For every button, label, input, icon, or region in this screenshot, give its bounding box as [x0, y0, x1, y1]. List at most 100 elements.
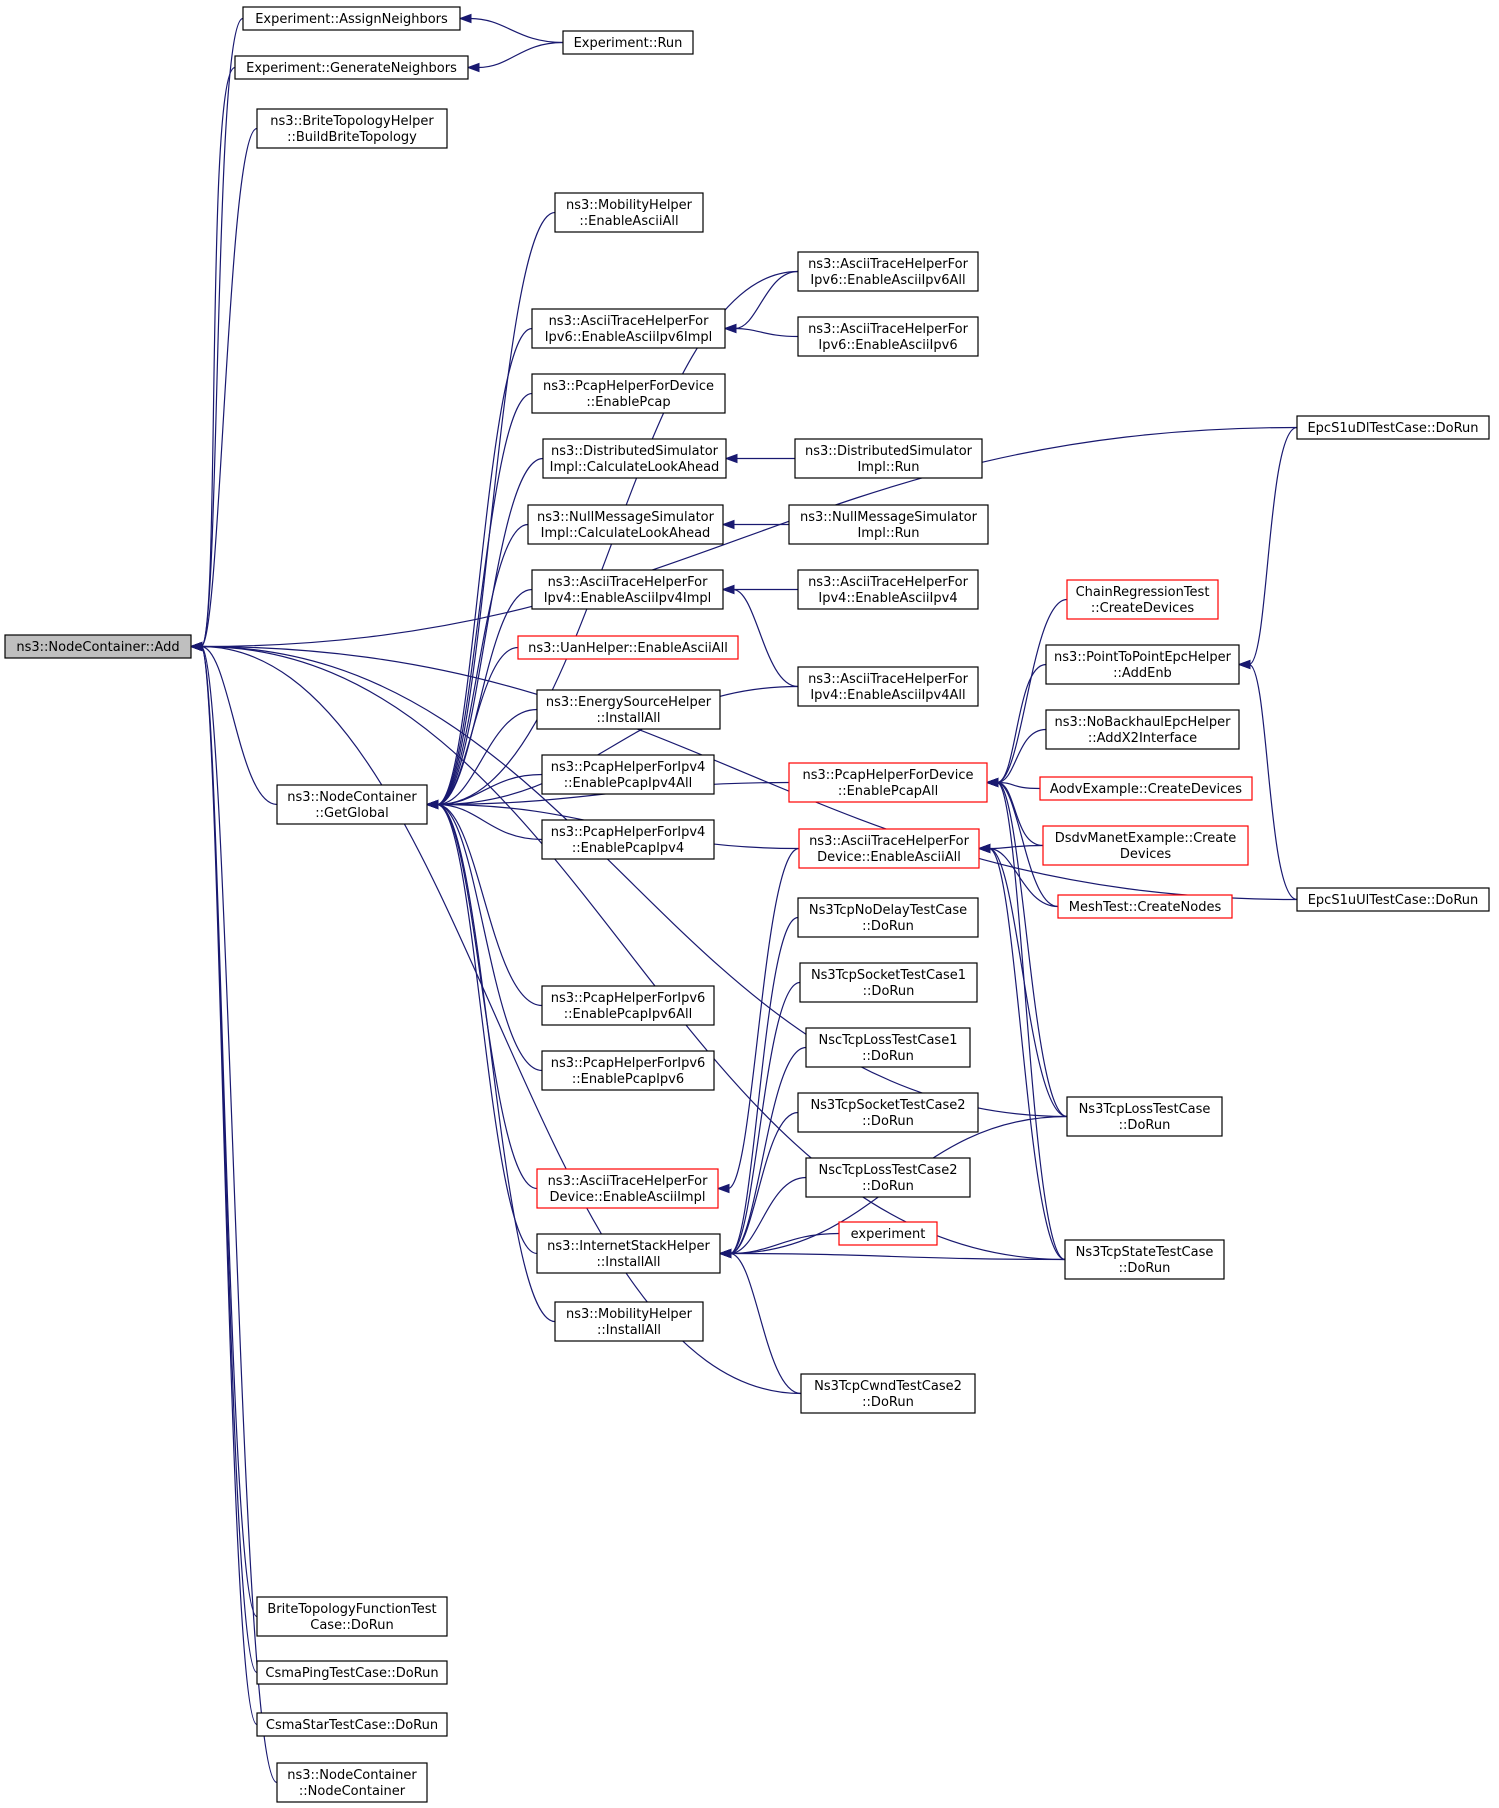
node-epcDl[interactable]: EpcS1uDlTestCase::DoRun	[1296, 415, 1490, 440]
node-pcapIpv4All[interactable]: ns3::PcapHelperForIpv4::EnablePcapIpv4Al…	[541, 754, 715, 795]
node-add[interactable]: ns3::NodeContainer::Add	[4, 634, 192, 659]
node-generateNeighbors[interactable]: Experiment::GenerateNeighbors	[234, 55, 469, 80]
edge-line	[436, 803, 556, 1323]
node-asciiIpv6All[interactable]: ns3::AsciiTraceHelperForIpv6::EnableAsci…	[797, 251, 979, 292]
node-asciiIpv6Impl[interactable]: ns3::AsciiTraceHelperForIpv6::EnableAsci…	[531, 308, 726, 349]
node-energyInstallAll[interactable]: ns3::EnergySourceHelper::InstallAll	[536, 689, 721, 730]
node-layer: ns3::NodeContainer::Add Experiment::Assig…	[4, 6, 1490, 1803]
node-asciiIpv6[interactable]: ns3::AsciiTraceHelperForIpv6::EnableAsci…	[797, 316, 979, 357]
edge-line	[729, 916, 799, 1255]
edge-line	[996, 781, 1059, 908]
node-csmaStar[interactable]: CsmaStarTestCase::DoRun	[256, 1712, 448, 1737]
node-mobInstallAll[interactable]: ns3::MobilityHelper::InstallAll	[554, 1301, 704, 1342]
edge-line	[996, 781, 1066, 1261]
node-meshTest[interactable]: MeshTest::CreateNodes	[1057, 894, 1233, 919]
node-mobEnableAsciiAll[interactable]: ns3::MobilityHelper::EnableAsciiAll	[554, 192, 704, 233]
edge-line	[200, 645, 278, 806]
node-asciiIpv4All[interactable]: ns3::AsciiTraceHelperForIpv4::EnableAsci…	[797, 666, 979, 707]
node-pcapIpv6[interactable]: ns3::PcapHelperForIpv6::EnablePcapIpv6	[541, 1050, 715, 1091]
node-label-line: ns3::PcapHelperForDevice	[543, 379, 714, 394]
node-label-line: Ipv4::EnableAsciiIpv4All	[810, 688, 965, 703]
node-distCalc[interactable]: ns3::DistributedSimulatorImpl::Calculate…	[542, 438, 727, 479]
node-dsdv[interactable]: DsdvManetExample::CreateDevices	[1042, 825, 1249, 866]
node-label-line: ::InstallAll	[596, 1255, 660, 1270]
node-box	[1042, 825, 1249, 866]
node-socket2[interactable]: Ns3TcpSocketTestCase2::DoRun	[797, 1092, 979, 1133]
node-nullCalc[interactable]: ns3::NullMessageSimulatorImpl::Calculate…	[527, 504, 724, 545]
node-box	[798, 828, 980, 869]
node-box	[531, 308, 726, 349]
node-box	[541, 819, 715, 860]
node-buildBrite[interactable]: ns3::BriteTopologyHelper::BuildBriteTopo…	[256, 108, 448, 149]
edge-line	[734, 327, 799, 338]
node-label-line: Ipv6::EnableAsciiIpv6	[818, 338, 957, 353]
node-noBackhaul[interactable]: ns3::NoBackhaulEpcHelper::AddX2Interface	[1045, 709, 1240, 750]
node-socket1[interactable]: Ns3TcpSocketTestCase1::DoRun	[799, 962, 978, 1003]
node-csmaPing[interactable]: CsmaPingTestCase::DoRun	[256, 1660, 448, 1685]
node-pcapIpv6All[interactable]: ns3::PcapHelperForIpv6::EnablePcapIpv6Al…	[541, 985, 715, 1026]
edge-line	[1248, 426, 1298, 666]
node-noDelay[interactable]: Ns3TcpNoDelayTestCase::DoRun	[797, 897, 979, 938]
node-pcapIpv4[interactable]: ns3::PcapHelperForIpv4::EnablePcapIpv4	[541, 819, 715, 860]
edge-line	[732, 588, 799, 688]
node-assignNeighbors[interactable]: Experiment::AssignNeighbors	[242, 6, 461, 31]
node-aodv[interactable]: AodvExample::CreateDevices	[1039, 776, 1253, 801]
node-box	[562, 30, 694, 55]
node-uanEnableAsciiAll[interactable]: ns3::UanHelper::EnableAsciiAll	[517, 635, 739, 660]
node-tcpLoss[interactable]: Ns3TcpLossTestCase::DoRun	[1066, 1096, 1223, 1137]
node-label-line: EpcS1uDlTestCase::DoRun	[1307, 421, 1478, 436]
node-box	[1039, 776, 1253, 801]
edge-line	[729, 1252, 802, 1395]
node-box	[256, 1596, 448, 1637]
node-pcapDevEnablePcap[interactable]: ns3::PcapHelperForDevice::EnablePcap	[531, 373, 726, 414]
edge-pcapDevEnableAll-to-p2pAddEnb	[985, 663, 1047, 788]
node-label-line: ::DoRun	[1119, 1118, 1171, 1133]
node-label-line: Device::EnableAsciiAll	[817, 850, 961, 865]
node-box	[541, 985, 715, 1026]
node-experiment[interactable]: experiment	[838, 1221, 938, 1246]
node-nscLoss1[interactable]: NscTcpLossTestCase1::DoRun	[805, 1027, 971, 1068]
node-label-line: BriteTopologyFunctionTest	[267, 1602, 436, 1617]
node-cwnd2[interactable]: Ns3TcpCwndTestCase2::DoRun	[800, 1373, 976, 1414]
node-label-line: ns3::DistributedSimulator	[551, 444, 719, 459]
edge-line	[200, 645, 1068, 1118]
node-p2pAddEnb[interactable]: ns3::PointToPointEpcHelper::AddEnb	[1045, 644, 1240, 685]
node-chainReg[interactable]: ChainRegressionTest::CreateDevices	[1066, 579, 1219, 620]
node-asciiDevEnableAll[interactable]: ns3::AsciiTraceHelperForDevice::EnableAs…	[798, 828, 980, 869]
node-pcapDevEnableAll[interactable]: ns3::PcapHelperForDevice::EnablePcapAll	[788, 762, 988, 803]
edge-internetInstallAll-to-socket1	[718, 981, 801, 1259]
node-internetInstallAll[interactable]: ns3::InternetStackHelper::InstallAll	[536, 1233, 721, 1274]
node-asciiIpv4[interactable]: ns3::AsciiTraceHelperForIpv4::EnableAsci…	[797, 569, 979, 610]
edge-asciiDevEnableAll-to-tcpState	[977, 843, 1066, 1261]
edge-line	[734, 270, 799, 330]
node-ncCtor[interactable]: ns3::NodeContainer::NodeContainer	[276, 1762, 428, 1803]
edge-add-to-getGlobal	[189, 641, 278, 806]
node-tcpState[interactable]: Ns3TcpStateTestCase::DoRun	[1064, 1239, 1225, 1280]
node-label-line: ::GetGlobal	[315, 806, 388, 821]
node-asciiDevImpl[interactable]: ns3::AsciiTraceHelperForDevice::EnableAs…	[536, 1168, 719, 1209]
edge-line	[200, 127, 258, 648]
node-nscLoss2[interactable]: NscTcpLossTestCase2::DoRun	[805, 1157, 971, 1198]
node-label-line: MeshTest::CreateNodes	[1069, 900, 1222, 915]
node-label-line: ::InstallAll	[596, 711, 660, 726]
edge-line	[988, 844, 1044, 850]
node-label-line: ns3::AsciiTraceHelperFor	[808, 575, 969, 590]
edge-line	[988, 847, 1066, 1261]
node-asciiIpv4Impl[interactable]: ns3::AsciiTraceHelperForIpv4::EnableAsci…	[531, 569, 724, 610]
node-box	[531, 569, 724, 610]
edge-asciiIpv4Impl-to-asciiIpv4All	[721, 584, 799, 688]
node-label-line: Experiment::Run	[574, 36, 683, 51]
edge-line	[988, 847, 1059, 908]
node-label-line: ns3::NullMessageSimulator	[537, 510, 715, 525]
node-expRun[interactable]: Experiment::Run	[562, 30, 694, 55]
edge-distCalc-to-distRun	[724, 453, 795, 464]
node-getGlobal[interactable]: ns3::NodeContainer::GetGlobal	[276, 784, 428, 825]
node-label-line: ::EnablePcapIpv6All	[564, 1007, 692, 1022]
edge-line	[988, 847, 1068, 1118]
edge-internetInstallAll-to-cwnd2	[718, 1248, 802, 1395]
node-epcUl[interactable]: EpcS1uUlTestCase::DoRun	[1296, 887, 1490, 912]
node-box	[536, 1233, 721, 1274]
